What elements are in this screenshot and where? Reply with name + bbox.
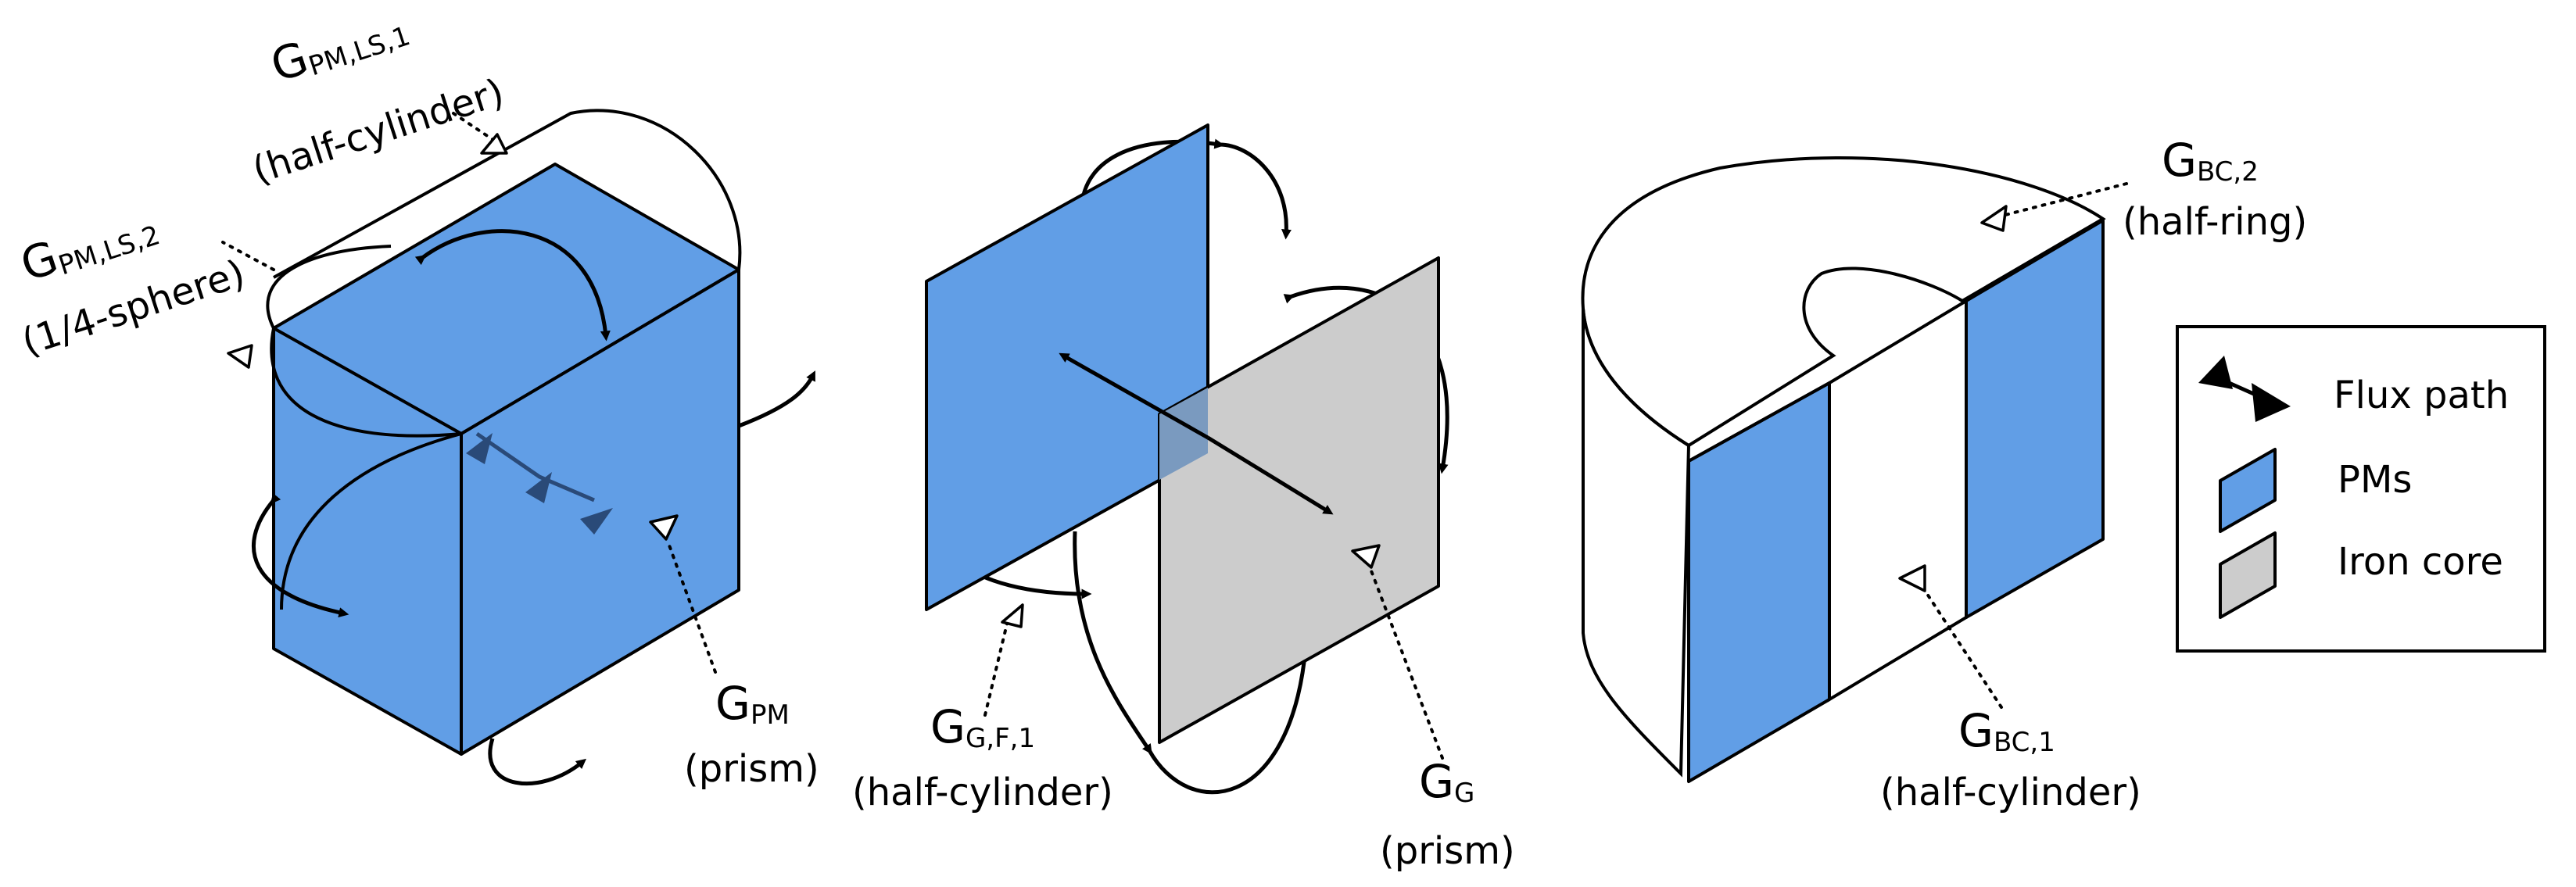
label-g-g: GG bbox=[1419, 755, 1474, 809]
label-g-gf1: GG,F,1 bbox=[930, 700, 1035, 754]
pointer-g-pm-ls1 bbox=[480, 133, 508, 155]
half-cylinder-leakage bbox=[273, 109, 742, 279]
label-g-pm: GPM bbox=[715, 677, 790, 731]
legend-flux-icon bbox=[2198, 356, 2291, 422]
desc-g-g: (prism) bbox=[1380, 829, 1515, 873]
left-magnet bbox=[1687, 381, 1831, 783]
panel-gap bbox=[925, 123, 1449, 795]
pointer-g-gf1 bbox=[1001, 603, 1024, 628]
legend-label-core: Iron core bbox=[2338, 540, 2503, 584]
label-g-bc2: GBC,2 bbox=[2162, 134, 2259, 188]
iron-core-plate bbox=[1158, 256, 1440, 744]
flux-path-top bbox=[414, 229, 611, 342]
desc-g-gf1: (half-cylinder) bbox=[852, 771, 1113, 814]
pointer-g-bc1 bbox=[1898, 564, 1926, 592]
pm-front-face bbox=[460, 268, 740, 756]
flux-path-right bbox=[738, 370, 815, 428]
pointer-g-bc2 bbox=[1980, 205, 2008, 232]
legend-pm-swatch bbox=[2219, 448, 2277, 533]
legend-core-swatch bbox=[2219, 531, 2277, 619]
right-magnet bbox=[1965, 219, 2105, 619]
panel-back-core bbox=[1581, 156, 2128, 783]
flux-path-bottom bbox=[488, 738, 587, 786]
desc-g-pm: (prism) bbox=[684, 747, 819, 791]
pointer-g-g bbox=[1351, 544, 1381, 569]
quarter-sphere-leakage bbox=[266, 245, 392, 329]
legend-label-pms: PMs bbox=[2338, 458, 2412, 502]
legend: Flux path PMs Iron core bbox=[2176, 325, 2546, 653]
pointer-g-pm bbox=[649, 514, 679, 541]
label-g-bc1: GBC,1 bbox=[1958, 704, 2055, 758]
pointer-g-pm-ls2 bbox=[227, 344, 253, 369]
flux-path-left bbox=[252, 492, 349, 618]
label-g-pm-ls1: GPM,LS,1 bbox=[264, 0, 414, 93]
desc-g-bc2: (half-ring) bbox=[2123, 200, 2307, 244]
label-g-pm-ls2: GPM,LS,2 bbox=[14, 198, 163, 292]
flux-path-inner bbox=[475, 431, 595, 503]
desc-g-bc1: (half-cylinder) bbox=[1880, 771, 2141, 814]
panel-pm-prism bbox=[221, 109, 815, 786]
legend-label-flux: Flux path bbox=[2334, 374, 2509, 417]
